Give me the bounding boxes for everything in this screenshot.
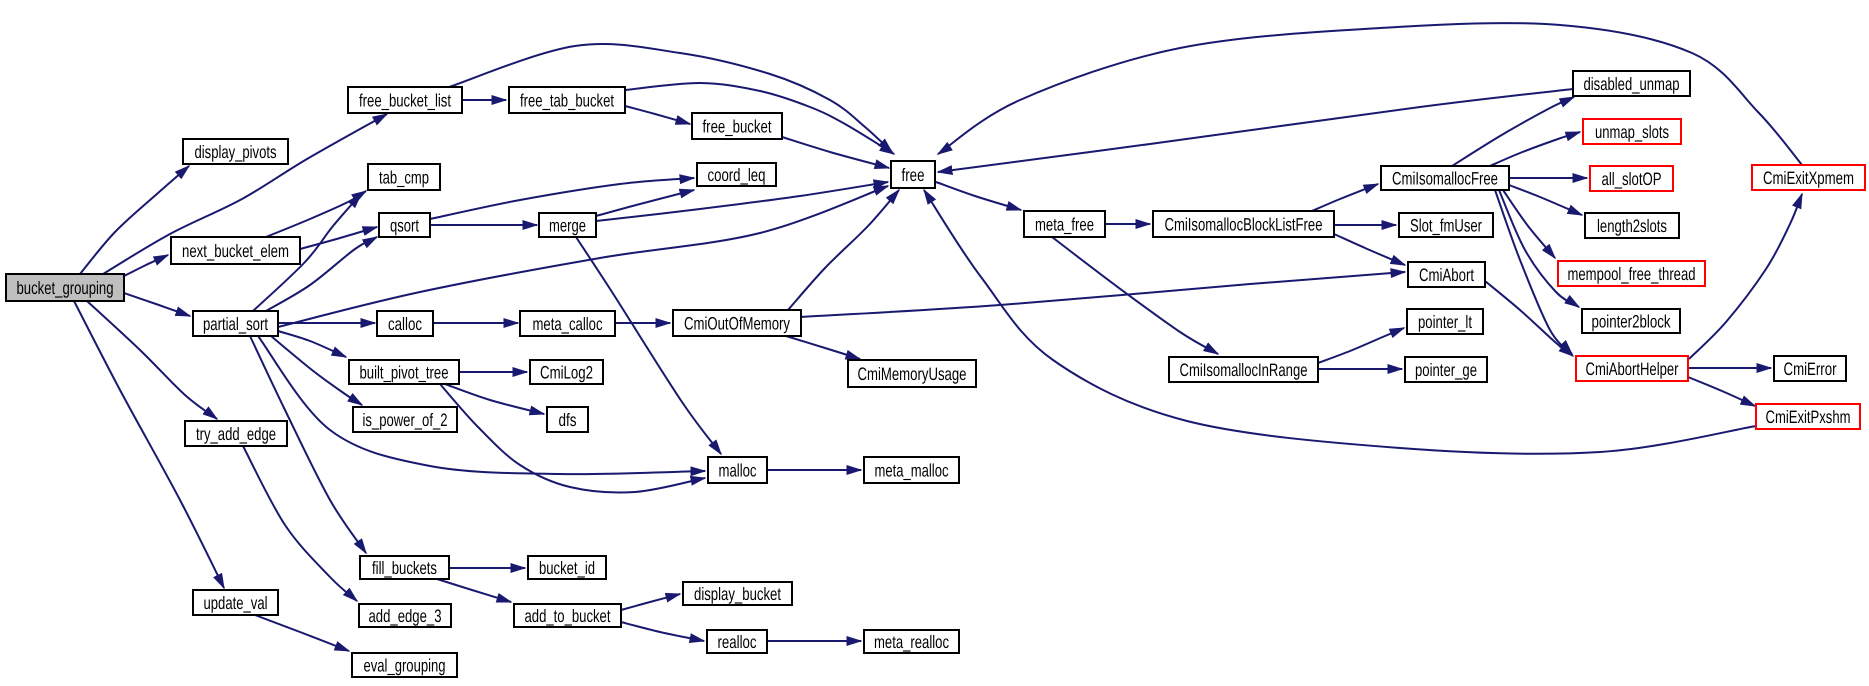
svg-text:dfs: dfs	[559, 410, 577, 430]
svg-text:tab_cmp: tab_cmp	[379, 168, 429, 188]
svg-text:CmiOutOfMemory: CmiOutOfMemory	[684, 314, 790, 334]
svg-text:mempool_free_thread: mempool_free_thread	[1568, 264, 1696, 284]
svg-text:pointer_ge: pointer_ge	[1415, 360, 1477, 380]
svg-text:fill_buckets: fill_buckets	[372, 558, 437, 578]
svg-text:meta_realloc: meta_realloc	[874, 632, 949, 652]
svg-text:bucket_id: bucket_id	[539, 558, 595, 578]
svg-text:disabled_unmap: disabled_unmap	[1584, 74, 1680, 94]
svg-text:free_bucket_list: free_bucket_list	[359, 91, 451, 111]
svg-text:free: free	[902, 165, 925, 185]
svg-text:meta_free: meta_free	[1035, 215, 1094, 235]
svg-text:CmiExitXpmem: CmiExitXpmem	[1763, 168, 1854, 188]
svg-text:meta_malloc: meta_malloc	[875, 461, 949, 481]
svg-text:CmiIsomallocInRange: CmiIsomallocInRange	[1180, 360, 1308, 380]
svg-text:CmiIsomallocFree: CmiIsomallocFree	[1392, 169, 1498, 189]
svg-text:CmiMemoryUsage: CmiMemoryUsage	[858, 364, 967, 384]
svg-text:bucket_grouping: bucket_grouping	[17, 278, 114, 298]
svg-text:add_to_bucket: add_to_bucket	[525, 606, 611, 626]
svg-text:pointer_lt: pointer_lt	[1418, 312, 1472, 332]
svg-text:CmiAbort: CmiAbort	[1419, 265, 1474, 285]
svg-text:calloc: calloc	[388, 314, 422, 334]
svg-text:coord_leq: coord_leq	[708, 165, 766, 185]
svg-text:all_slotOP: all_slotOP	[1602, 169, 1662, 189]
svg-text:is_power_of_2: is_power_of_2	[363, 410, 448, 430]
svg-text:pointer2block: pointer2block	[1592, 312, 1672, 332]
svg-text:next_bucket_elem: next_bucket_elem	[182, 241, 289, 261]
svg-text:malloc: malloc	[719, 461, 757, 481]
svg-text:built_pivot_tree: built_pivot_tree	[360, 363, 449, 383]
svg-text:display_pivots: display_pivots	[195, 142, 277, 162]
svg-text:try_add_edge: try_add_edge	[196, 424, 276, 444]
svg-text:merge: merge	[549, 216, 586, 236]
svg-text:unmap_slots: unmap_slots	[1595, 122, 1669, 142]
svg-text:realloc: realloc	[718, 632, 757, 652]
svg-text:Slot_fmUser: Slot_fmUser	[1410, 216, 1482, 236]
svg-text:CmiLog2: CmiLog2	[540, 363, 593, 383]
svg-text:length2slots: length2slots	[1597, 216, 1667, 236]
svg-text:free_bucket: free_bucket	[703, 117, 772, 137]
svg-text:CmiIsomallocBlockListFree: CmiIsomallocBlockListFree	[1165, 215, 1323, 235]
svg-text:meta_calloc: meta_calloc	[533, 314, 603, 334]
svg-text:partial_sort: partial_sort	[203, 314, 268, 334]
svg-text:CmiError: CmiError	[1784, 359, 1837, 379]
svg-text:CmiExitPxshm: CmiExitPxshm	[1766, 407, 1851, 427]
svg-text:CmiAbortHelper: CmiAbortHelper	[1586, 359, 1679, 379]
svg-text:eval_grouping: eval_grouping	[364, 656, 446, 676]
svg-text:display_bucket: display_bucket	[694, 584, 781, 604]
svg-text:qsort: qsort	[390, 216, 419, 236]
svg-text:add_edge_3: add_edge_3	[369, 606, 442, 626]
svg-text:free_tab_bucket: free_tab_bucket	[520, 91, 614, 111]
svg-text:update_val: update_val	[204, 593, 268, 613]
